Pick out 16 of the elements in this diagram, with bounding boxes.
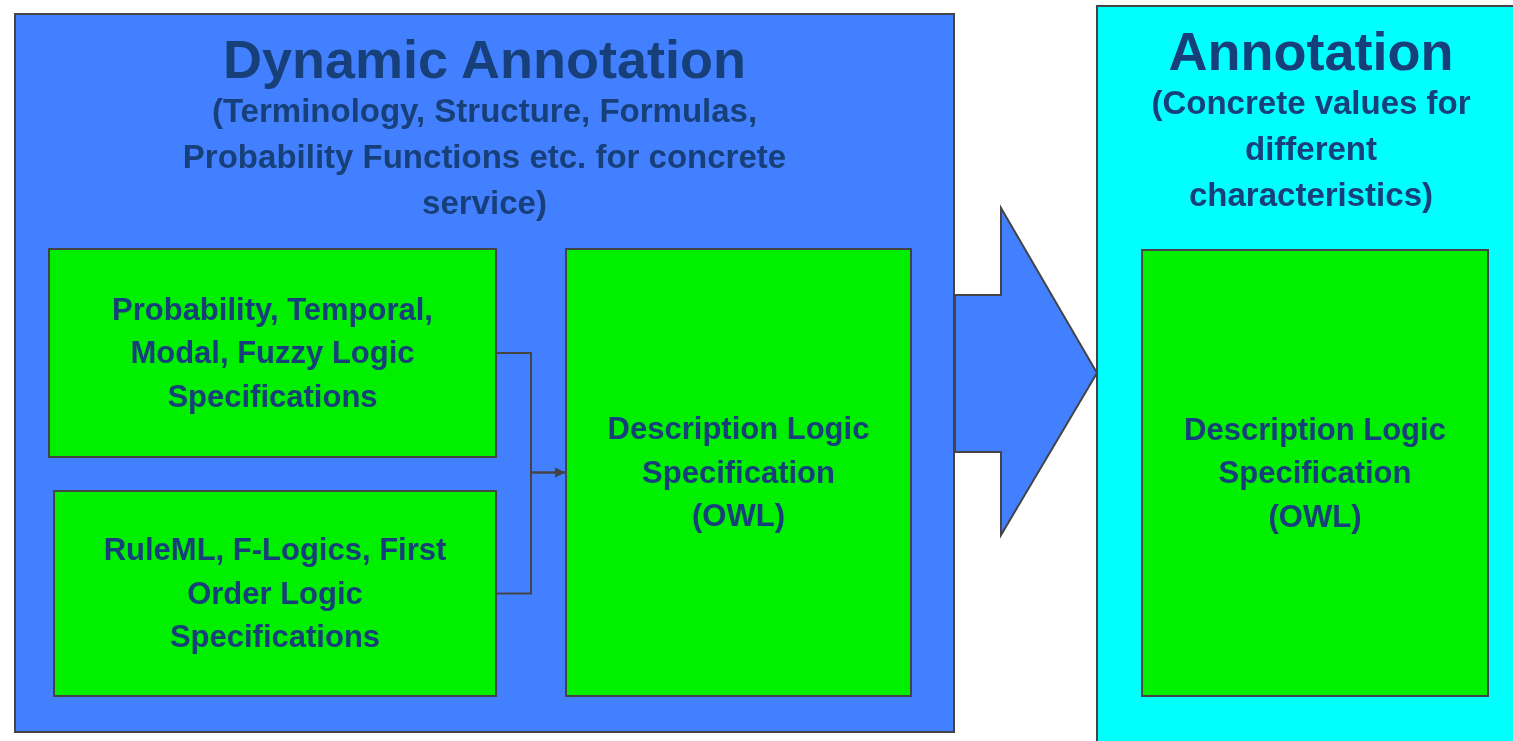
heading: Annotation bbox=[1168, 23, 1454, 80]
process-box bbox=[565, 248, 912, 697]
box-text: Description Logic Specification (OWL) bbox=[1183, 410, 1447, 536]
subheading: (Concrete values for different characteristics) bbox=[1150, 82, 1472, 216]
box-text: Description Logic Specification (OWL) bbox=[607, 410, 870, 536]
process-box bbox=[48, 248, 497, 458]
box-text: RuleML, F-Logics, First Order Logic Specifications bbox=[102, 531, 448, 657]
process-box bbox=[53, 490, 497, 697]
block-arrow bbox=[954, 204, 1099, 539]
container-panel bbox=[1096, 5, 1513, 741]
box-text: Probability, Temporal, Modal, Fuzzy Logic Specifications bbox=[111, 290, 434, 416]
connector-arrow bbox=[496, 467, 566, 595]
container-panel bbox=[14, 13, 955, 733]
process-box bbox=[1141, 249, 1489, 697]
subheading: (Terminology, Structure, Formulas, Probability Functions etc. for concrete service) bbox=[181, 90, 788, 224]
heading: Dynamic Annotation bbox=[223, 31, 746, 88]
